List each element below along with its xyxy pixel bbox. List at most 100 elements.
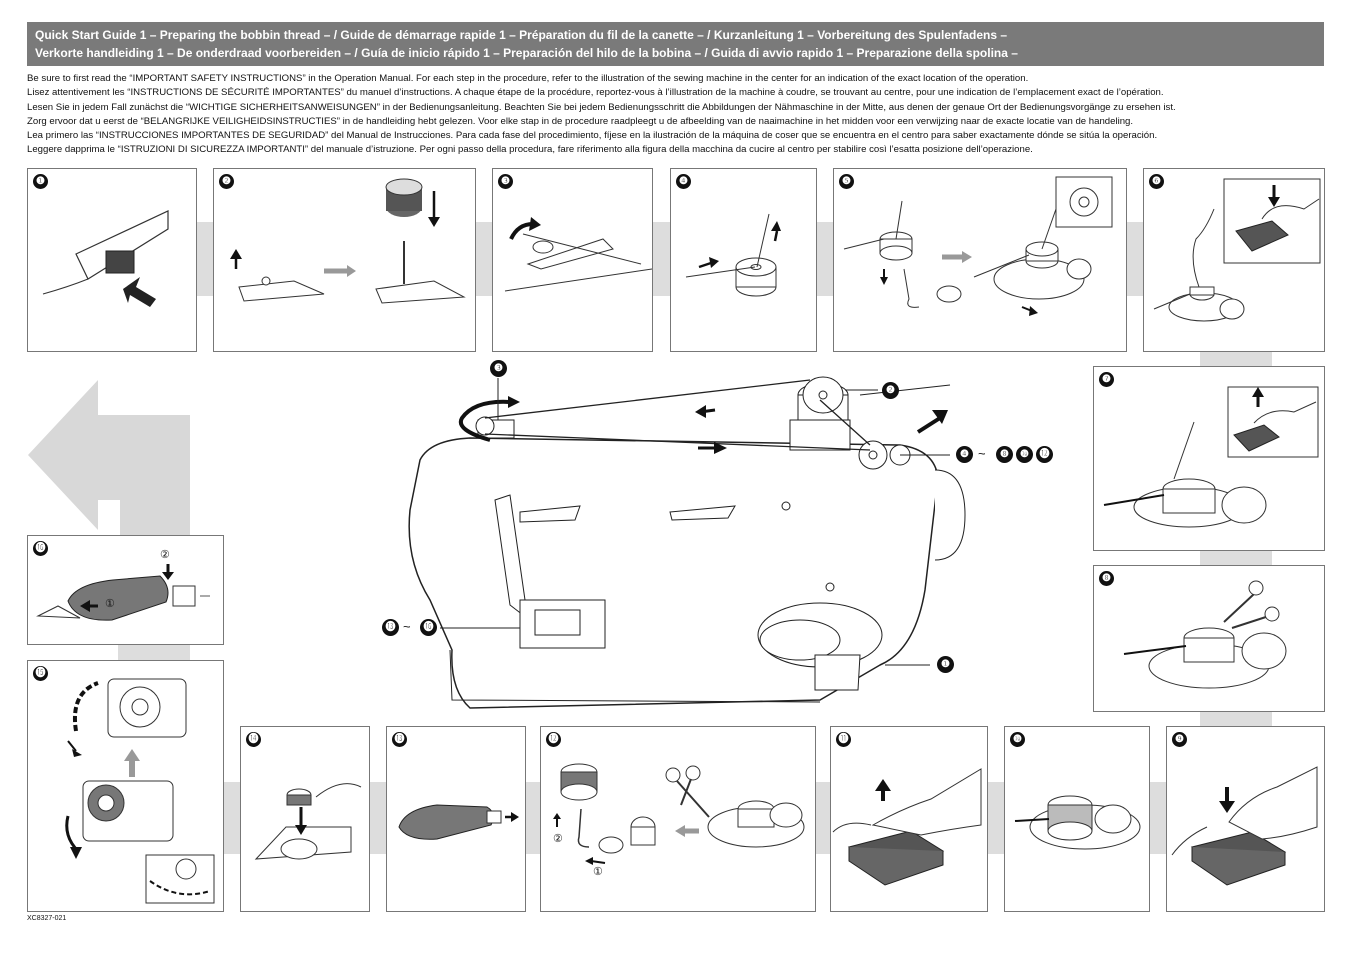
- connector-band: [224, 782, 240, 854]
- connector-band: [988, 782, 1004, 854]
- up-arrow-icon: [1252, 387, 1264, 397]
- step-1-panel: ❶: [27, 168, 197, 352]
- step-9-number: ❾: [1172, 732, 1187, 747]
- press-arrow-icon: [123, 277, 156, 307]
- rotate-arrow-icon: [508, 396, 520, 408]
- callout-3: ❸: [490, 360, 507, 377]
- connector-band: [1127, 222, 1143, 296]
- step-6-number: ❻: [1149, 174, 1164, 189]
- step-14-number: ⓮: [246, 732, 261, 747]
- step-5-number: ❺: [839, 174, 854, 189]
- step-15-panel: ⓯: [27, 660, 224, 912]
- callout-10: ❿: [1016, 446, 1033, 463]
- step-4-panel: ❹: [670, 168, 817, 352]
- intro-line-fr: Lisez attentivement les “INSTRUCTIONS DE…: [27, 87, 1164, 99]
- hold-thread-foot-pedal-illustration: [1153, 178, 1321, 322]
- sub-label-one: ①: [593, 866, 603, 878]
- down-arrow-icon: [1219, 801, 1235, 813]
- callout-2: ❷: [882, 382, 899, 399]
- header-line-1: Quick Start Guide 1 – Preparing the bobb…: [35, 28, 1008, 42]
- right-arrow-icon: [709, 257, 719, 268]
- connector-band: [653, 222, 670, 296]
- connector-band: [1200, 712, 1272, 726]
- remove-bobbin-illustration: [553, 763, 805, 865]
- power-switch-illustration: [42, 210, 169, 307]
- callout-1: ❶: [937, 656, 954, 673]
- curved-arrow-icon: [70, 847, 82, 859]
- up-right-arrow-icon: [932, 410, 948, 424]
- gray-arrow-icon: [962, 251, 972, 263]
- intro-line-it: Leggere dapprima le “ISTRUZIONI DI SICUR…: [27, 144, 1033, 156]
- step-16-number: ⓰: [33, 541, 48, 556]
- slide-bobbin-cover-illustration: [398, 804, 519, 840]
- up-arrow-icon: [875, 779, 891, 791]
- gray-arrow-icon: [124, 749, 140, 761]
- bobbin-thread-illustration: [685, 213, 781, 297]
- press-pedal-illustration: [1171, 766, 1318, 886]
- step-9-panel: ❾: [1166, 726, 1325, 912]
- right-arrow-icon: [511, 812, 519, 822]
- document-code: XC8327-021: [27, 915, 67, 922]
- down-arrow-icon: [428, 217, 440, 227]
- spool-pin-illustration: [230, 178, 466, 304]
- left-arrow-icon: [695, 405, 706, 418]
- step-7-number: ❼: [1099, 372, 1114, 387]
- step-13-number: ⓭: [392, 732, 407, 747]
- close-bobbin-cover-illustration: [36, 564, 210, 621]
- down-arrow-icon: [295, 825, 307, 835]
- thread-bobbin-case-illustration: [65, 678, 215, 904]
- intro-line-nl: Zorg ervoor dat u eerst de “BELANGRIJKE …: [27, 115, 1134, 127]
- release-foot-pedal-illustration: [832, 768, 982, 886]
- step-6-panel: ❻: [1143, 168, 1325, 352]
- connector-band: [1200, 551, 1272, 565]
- down-arrow-icon: [1268, 197, 1280, 207]
- step-10-panel: ❿: [1004, 726, 1150, 912]
- insert-bobbin-illustration: [254, 783, 362, 860]
- connector-band: [1200, 352, 1272, 366]
- left-arrow-icon: [80, 600, 90, 612]
- up-arrow-icon: [230, 249, 242, 259]
- wound-bobbin-illustration: [1014, 795, 1141, 850]
- connector-band: [118, 645, 190, 661]
- callout-8: ❽: [996, 446, 1013, 463]
- callout-tilde: ~: [403, 619, 411, 634]
- intro-text: Be sure to first read the “IMPORTANT SAF…: [27, 72, 1327, 158]
- step-14-panel: ⓮: [240, 726, 370, 912]
- connector-band: [476, 222, 492, 296]
- cut-thread-scissors-illustration: [1123, 580, 1287, 689]
- step-11-panel: ⓫: [830, 726, 988, 912]
- callout-4: ❹: [956, 446, 973, 463]
- connector-band: [817, 222, 833, 296]
- step-13-panel: ⓭: [386, 726, 526, 912]
- gray-arrow-icon: [675, 825, 685, 837]
- sub-label-one: ①: [105, 598, 115, 610]
- sub-label-two: ②: [160, 549, 170, 561]
- step-2-panel: ❷: [213, 168, 476, 352]
- step-5-panel: ❺: [833, 168, 1127, 352]
- callout-tilde: ~: [978, 446, 986, 461]
- intro-line-en: Be sure to first read the “IMPORTANT SAF…: [27, 73, 1029, 84]
- step-8-panel: ❽: [1093, 565, 1325, 712]
- step-3-number: ❸: [498, 174, 513, 189]
- step-8-number: ❽: [1099, 571, 1114, 586]
- up-arrow-icon: [771, 221, 781, 231]
- step-11-number: ⓫: [836, 732, 851, 747]
- step-12-number: ⓬: [546, 732, 561, 747]
- gray-arrow-icon: [347, 265, 356, 277]
- intro-line-es: Lea primero las “INSTRUCCIONES IMPORTANT…: [27, 130, 1158, 142]
- step-4-number: ❹: [676, 174, 691, 189]
- step-2-number: ❷: [219, 174, 234, 189]
- callout-12: ⓬: [1036, 446, 1053, 463]
- callout-16: ⓰: [420, 619, 437, 636]
- connector-band: [370, 782, 386, 854]
- step-10-number: ❿: [1010, 732, 1025, 747]
- step-7-panel: ❼: [1093, 366, 1325, 551]
- release-pedal-illustration: [1103, 386, 1319, 528]
- page-header: Quick Start Guide 1 – Preparing the bobb…: [27, 22, 1324, 66]
- connector-band: [816, 782, 830, 854]
- connector-band: [1150, 782, 1166, 854]
- connector-band: [526, 782, 540, 854]
- bobbin-winder-illustration: [843, 176, 1113, 316]
- step-15-number: ⓯: [33, 666, 48, 681]
- thread-guide-illustration: [504, 217, 652, 292]
